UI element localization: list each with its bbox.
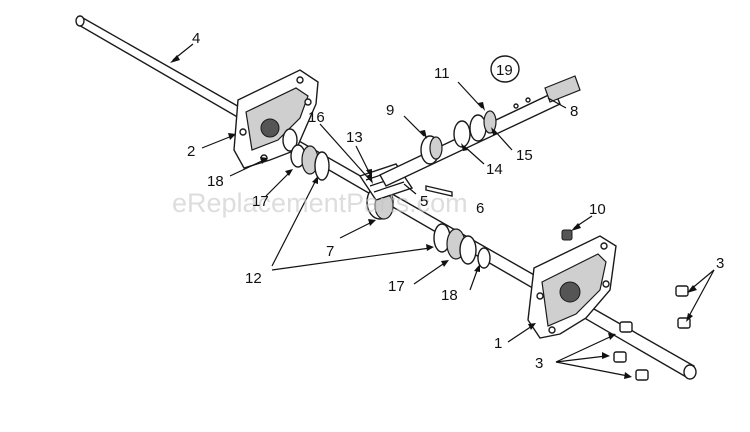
watermark: eReplacementParts.com <box>172 188 468 218</box>
callout-3a: 3 <box>535 355 543 372</box>
callout-11: 11 <box>434 65 450 82</box>
callout-8: 8 <box>570 103 578 120</box>
right-bearings <box>433 223 491 269</box>
left-bearings <box>282 128 330 181</box>
callout-7: 7 <box>326 243 334 260</box>
callout-19: 19 <box>496 62 513 79</box>
callout-13: 13 <box>346 129 363 146</box>
callout-15: 15 <box>516 147 533 164</box>
bolt-10 <box>561 229 573 241</box>
callout-17b: 17 <box>388 278 405 295</box>
callout-5: 5 <box>420 193 428 210</box>
worm-shaft <box>379 75 581 187</box>
callout-2: 2 <box>187 143 195 160</box>
callout-16: 16 <box>308 109 325 126</box>
callouts: 4 2 18 17 16 13 12 7 5 6 9 11 19 8 15 14… <box>187 30 724 372</box>
key-pin <box>425 185 453 197</box>
callout-18b: 18 <box>441 287 458 304</box>
callout-18: 18 <box>207 173 224 190</box>
callout-1: 1 <box>494 335 502 352</box>
callout-6: 6 <box>476 200 484 217</box>
callout-12: 12 <box>245 270 262 287</box>
callout-17: 17 <box>252 193 269 210</box>
callout-4: 4 <box>192 30 200 47</box>
callout-3b: 3 <box>716 255 724 272</box>
leader-lines <box>170 43 715 379</box>
callout-10: 10 <box>589 201 606 218</box>
callout-9: 9 <box>386 102 394 119</box>
bolts-3 <box>613 285 691 381</box>
callout-14: 14 <box>486 161 503 178</box>
assembly-circle <box>490 55 520 83</box>
